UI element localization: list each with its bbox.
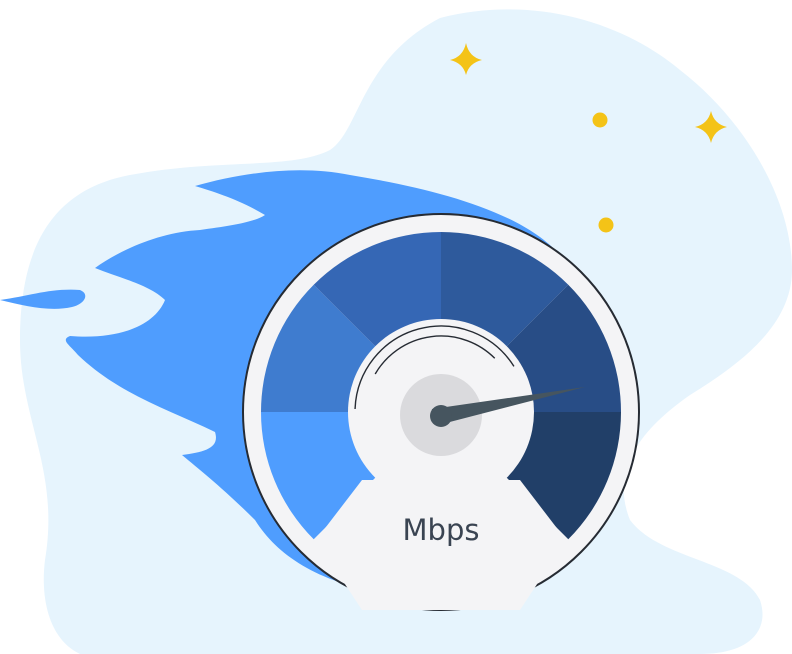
- gauge-segments: [261, 232, 621, 540]
- flame-tip: [0, 289, 86, 309]
- dot-icon: [598, 217, 614, 233]
- needle-pivot: [430, 405, 452, 427]
- gauge-segment: [261, 284, 378, 412]
- unit-label: Mbps: [403, 513, 480, 547]
- dot-icon: [592, 112, 608, 128]
- gauge-segment: [313, 232, 441, 349]
- gauge-segment: [261, 412, 378, 540]
- dial-bottom-panel: [316, 480, 566, 610]
- four-point-star-icon: [695, 111, 727, 143]
- needle: [431, 387, 585, 424]
- gauge-segment: [504, 412, 621, 540]
- gauge-segment: [504, 284, 621, 412]
- inner-arc-outer: [354, 325, 515, 410]
- gauge-segment: [441, 232, 569, 349]
- inner-arc-inner: [374, 335, 496, 375]
- four-point-star-icon: [450, 43, 482, 75]
- speedometer: Mbps: [242, 213, 640, 611]
